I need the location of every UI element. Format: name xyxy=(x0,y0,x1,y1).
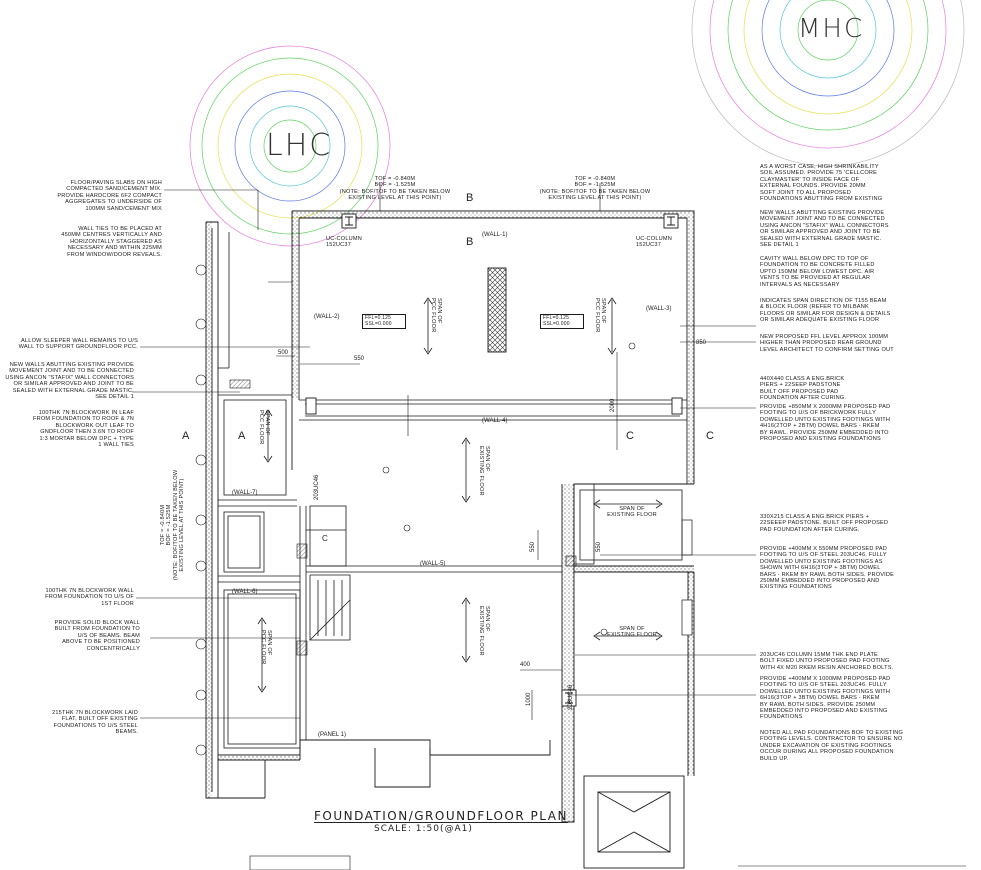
drawing-scale: SCALE: 1:50(@A1) xyxy=(374,824,473,834)
dim-550-right: 550 xyxy=(596,541,602,552)
grid-label-a-inner: A xyxy=(238,430,246,442)
span-label-pcc-ext-top: SPAN OF PCC FLOOR xyxy=(257,410,270,445)
tag-wall-6: (WALL-6) xyxy=(232,589,258,595)
note-solid-block: PROVIDE SOLID BLOCK WALL BUILT FROM FOUN… xyxy=(54,620,140,652)
note-100thk-wall: 100THK 7N BLOCKWORK WALL FROM FOUNDATION… xyxy=(45,588,134,607)
central-hatched-block xyxy=(487,267,507,353)
span-label-existing-right-low: SPAN OF EXISTING FLOOR xyxy=(607,626,657,639)
lhc-label: LHC xyxy=(266,128,333,163)
tag-wall-3: (WALL-3) xyxy=(646,306,672,312)
dim-550-top: 550 xyxy=(354,356,365,362)
tag-panel-1: (PANEL 1) xyxy=(318,732,347,738)
note-pad-foundations: NOTED ALL PAD FOUNDATIONS BOF TO EXISTIN… xyxy=(760,730,904,762)
dim-400: 400 xyxy=(520,662,531,668)
span-label-existing-low: SPAN OF EXISTING FLOOR xyxy=(477,606,490,656)
external-walls xyxy=(205,210,695,869)
note-100thk-leaf: 100THK 7N BLOCKWORK IN LEAF FROM FOUNDAT… xyxy=(32,410,134,449)
steel-columns xyxy=(305,213,683,707)
sheet-frame xyxy=(249,855,966,870)
tag-uc-column-right: UC-COLUMN 152UC37 xyxy=(636,236,672,249)
dim-2000: 2000 xyxy=(610,398,616,412)
level-note-side-left: TOF = -0.840m BOF = -1.525m (NOTE: BOF/T… xyxy=(160,469,186,581)
tag-wall-4: (WALL-4) xyxy=(482,418,508,424)
note-215thk: 215THK 7N BLOCKWORK LAID FLAT, BUILT OFF… xyxy=(52,710,138,736)
tag-wall-5: (WALL-5) xyxy=(420,561,446,567)
note-400x1000-footing: PROVIDE +400mm X 1000mm PROPOSED PAD FOO… xyxy=(760,676,891,721)
grid-label-c-room: C xyxy=(322,534,328,543)
span-arrows xyxy=(257,297,663,693)
grid-markers xyxy=(195,264,636,756)
span-label-pcc-left: SPAN OF PCC FLOOR xyxy=(429,298,442,333)
tag-wall-1: (WALL-1) xyxy=(482,232,508,238)
lhc-tree-rings xyxy=(189,45,391,247)
note-330-piers: 330x215 CLASS A ENG.BRICK PIERS + 22SEEE… xyxy=(760,514,889,533)
grid-label-b-top: B xyxy=(466,192,474,204)
note-440-piers: 440x440 CLASS A ENG.BRICK PIERS + 22SEEP… xyxy=(760,376,847,402)
note-400x550-footing: PROVIDE +400mm X 550mm PROPOSED PAD FOOT… xyxy=(760,546,895,591)
mhc-tree-rings xyxy=(691,0,965,167)
dim-500: 500 xyxy=(278,350,289,356)
note-floor-paving: FLOOR/PAVING SLABS ON HIGH COMPACTED SAN… xyxy=(57,180,162,212)
hatched-walls xyxy=(206,211,694,822)
span-label-pcc-right: SPAN OF PCC FLOOR xyxy=(593,298,606,333)
dim-850: 850 xyxy=(696,340,707,346)
ffl-box-left: FFL=0.125 SSL=0.000 xyxy=(362,314,406,330)
dim-550-mid: 550 xyxy=(530,541,536,552)
note-cavity-wall: CAVITY WALL BELOW DPC TO TOP OF FOUNDATI… xyxy=(760,256,875,288)
ffl-box-right: FFL=0.125 SSL=0.000 xyxy=(540,314,584,330)
note-new-walls-right: NEW WALLS ABUTTING EXISTING PROVIDE MOVE… xyxy=(760,210,889,249)
note-sleeper-wall: ALLOW SLEEPER WALL REMAINS TO U/S WALL T… xyxy=(18,338,138,351)
drawing-title: FOUNDATION/GROUNDFLOOR PLAN xyxy=(314,809,568,823)
span-label-existing-mid: SPAN OF EXISTING FLOOR xyxy=(477,446,490,496)
tag-steel-203-bottom: 203UC46 xyxy=(568,684,574,710)
tag-steel-203-left: 203UC46 xyxy=(314,474,320,500)
span-label-existing-right-top: SPAN OF EXISTING FLOOR xyxy=(607,506,657,519)
grid-label-b-inner: B xyxy=(466,236,474,248)
tag-uc-column-left: UC-COLUMN 152UC37 xyxy=(326,236,362,249)
span-label-pcc-ext-low: SPAN OF PCC FLOOR xyxy=(259,630,272,665)
note-span-direction: INDICATES SPAN DIRECTION OF T155 BEAM & … xyxy=(760,298,891,324)
note-shrinkability: AS A WORST CASE, HIGH SHRINKABILITY SOIL… xyxy=(760,164,883,203)
tag-wall-2: (WALL-2) xyxy=(314,314,340,320)
note-new-walls-left: NEW WALLS ABUTTING EXISTING PROVIDE MOVE… xyxy=(5,362,134,401)
level-note-top-left: TOF = -0.840m BOF = -1.525m (NOTE: BOF/T… xyxy=(339,176,451,202)
grid-label-c-inner: C xyxy=(626,430,634,442)
grid-label-a-outer: A xyxy=(182,430,190,442)
note-203uc46-column: 203UC46 COLUMN 15mm THK END PLATE BOLT F… xyxy=(760,652,894,671)
dim-1000: 1000 xyxy=(526,692,532,706)
level-note-top-right: TOF = -0.840m BOF = -1.525m (NOTE: BOF/T… xyxy=(539,176,651,202)
tag-wall-7: (WALL-7) xyxy=(232,490,258,496)
grid-label-c-outer: C xyxy=(706,430,714,442)
leader-lines xyxy=(132,183,756,720)
internal-walls xyxy=(218,232,687,755)
note-850-footing: PROVIDE +850mm X 2000mm PROPOSED PAD FOO… xyxy=(760,404,891,443)
mhc-label: MHC xyxy=(798,14,865,44)
note-ffl-level: NEW PROPOSED FFL LEVEL APPROX 100MM HIGH… xyxy=(760,334,894,353)
note-wall-ties: WALL TIES TO BE PLACED AT 450MM CENTRES … xyxy=(61,226,162,258)
